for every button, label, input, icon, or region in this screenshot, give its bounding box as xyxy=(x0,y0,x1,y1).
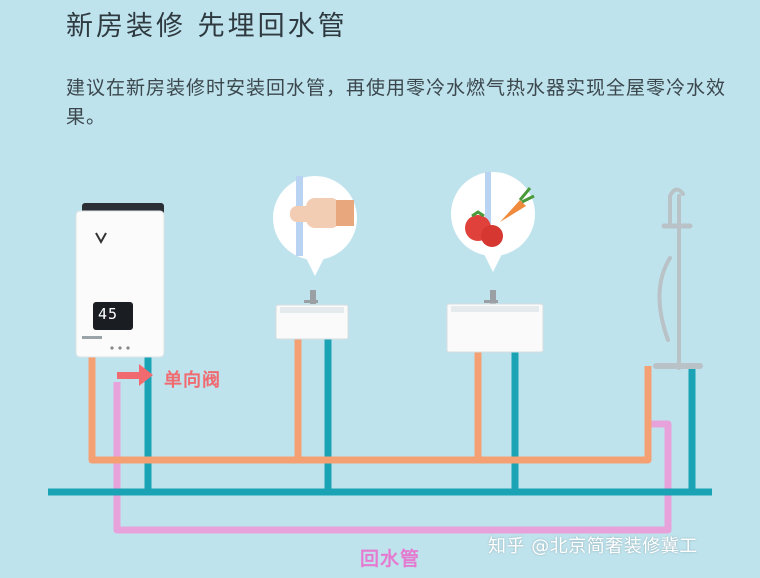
washing-vegetables-icon xyxy=(451,172,535,272)
shower xyxy=(653,187,703,370)
heater-temperature: 45 xyxy=(98,305,119,323)
check-valve-label: 单向阀 xyxy=(164,370,221,391)
return-pipe-label: 回水管 xyxy=(360,548,421,570)
page-description: 建议在新房装修时安装回水管，再使用零冷水燃气热水器实现全屋零冷水效果。 xyxy=(66,77,727,128)
watermark: 知乎 @北京简奢装修冀工 xyxy=(488,536,698,557)
page-title: 新房装修 先埋回水管 xyxy=(66,11,348,42)
sink-1 xyxy=(275,290,349,340)
hot-water-pipe xyxy=(88,338,652,464)
water-heater xyxy=(75,203,165,358)
sink-2 xyxy=(446,290,544,353)
return-pipe xyxy=(113,382,672,534)
cold-water-pipe xyxy=(48,338,712,496)
check-valve-arrow-icon xyxy=(117,364,153,386)
washing-hands-icon xyxy=(273,176,357,276)
heater-display xyxy=(93,302,133,330)
